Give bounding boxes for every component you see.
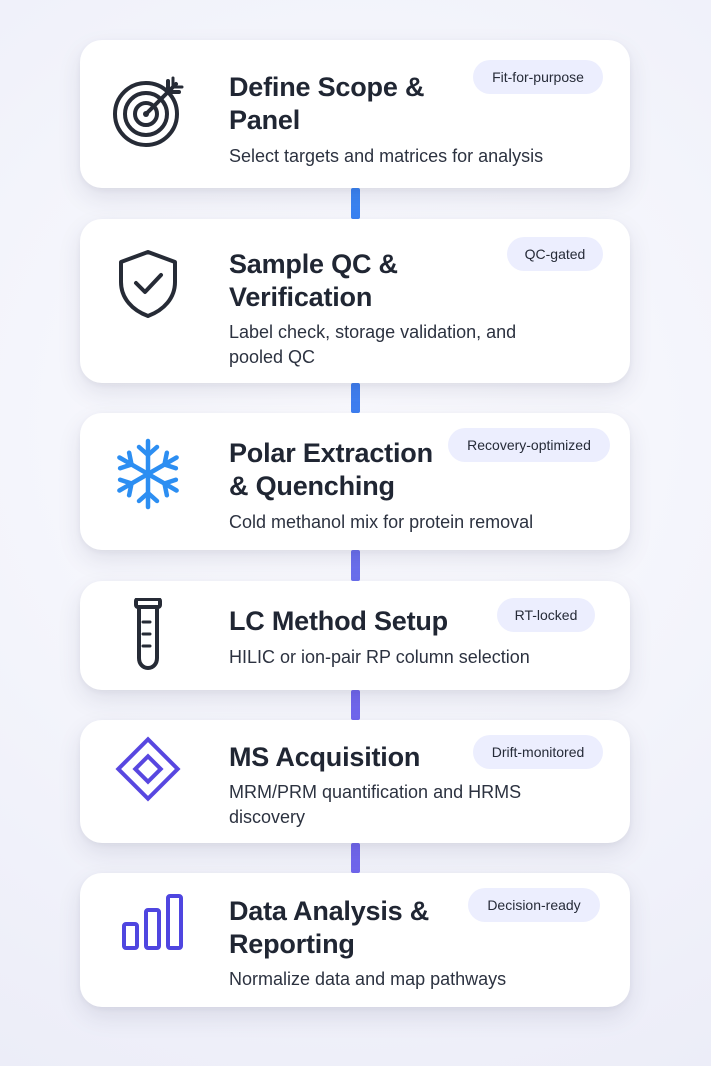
shield-check-icon xyxy=(112,248,184,320)
step-description-4: HILIC or ion-pair RP column selection xyxy=(229,647,530,667)
step-badge-6: Decision-ready xyxy=(468,888,600,922)
step-title-1: Define Scope & Panel xyxy=(229,72,425,135)
test-tube-icon xyxy=(112,598,184,670)
step-description-2: Label check, storage validation, and poo… xyxy=(229,322,517,367)
step-title-6: Data Analysis & Reporting xyxy=(229,896,430,959)
step-badge-1: Fit-for-purpose xyxy=(473,60,603,94)
step-description-6: Normalize data and map pathways xyxy=(229,969,507,989)
connector-1 xyxy=(351,188,360,219)
step-description-1: Select targets and matrices for analysis xyxy=(229,146,544,166)
step-description-5: MRM/PRM quantification and HRMS discover… xyxy=(229,782,522,827)
connector-4 xyxy=(351,690,360,720)
step-badge-5: Drift-monitored xyxy=(473,735,603,769)
target-icon xyxy=(112,76,184,148)
step-badge-2: QC-gated xyxy=(507,237,603,271)
step-title-2: Sample QC & Verification xyxy=(229,249,398,312)
snowflake-icon xyxy=(112,438,184,510)
step-description-3: Cold methanol mix for protein removal xyxy=(229,512,534,532)
step-title-3: Polar Extraction & Quenching xyxy=(229,438,433,501)
diamond-icon xyxy=(112,733,184,805)
bar-chart-icon xyxy=(112,888,184,960)
step-title-4: LC Method Setup xyxy=(229,606,448,636)
connector-2 xyxy=(351,383,360,413)
step-badge-4: RT-locked xyxy=(497,598,595,632)
connector-5 xyxy=(351,843,360,873)
step-badge-3: Recovery-optimized xyxy=(448,428,610,462)
step-title-5: MS Acquisition xyxy=(229,742,421,772)
connector-3 xyxy=(351,550,360,581)
